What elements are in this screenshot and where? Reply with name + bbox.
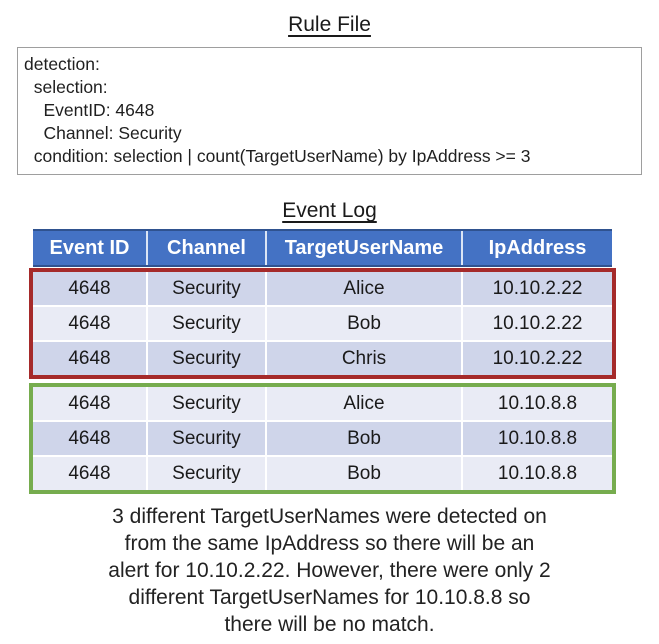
table-row: 4648 Security Chris 10.10.2.22 <box>33 340 612 375</box>
table-row: 4648 Security Bob 10.10.8.8 <box>33 420 612 455</box>
caption-line: different TargetUserNames for 10.10.8.8 … <box>128 586 531 609</box>
table-cell-ipaddress: 10.10.8.8 <box>463 422 612 455</box>
event-log-table: Event ID Channel TargetUserName IpAddres… <box>29 229 616 494</box>
table-cell-targetusername: Bob <box>267 422 463 455</box>
caption-line: 3 different TargetUserNames were detecte… <box>112 505 547 528</box>
explanation-caption: 3 different TargetUserNames were detecte… <box>0 503 659 638</box>
table-cell-targetusername: Bob <box>267 307 463 340</box>
table-cell-event-id: 4648 <box>33 307 148 340</box>
header-cell-event-id: Event ID <box>33 231 148 265</box>
matched-rows-highlight-red: 4648 Security Alice 10.10.2.22 4648 Secu… <box>29 268 616 379</box>
table-cell-event-id: 4648 <box>33 342 148 375</box>
rule-file-title: Rule File <box>288 13 371 36</box>
table-cell-event-id: 4648 <box>33 387 148 420</box>
table-cell-ipaddress: 10.10.2.22 <box>463 342 612 375</box>
table-row: 4648 Security Bob 10.10.2.22 <box>33 305 612 340</box>
event-log-title: Event Log <box>282 199 377 222</box>
table-cell-channel: Security <box>148 387 267 420</box>
caption-line: alert for 10.10.2.22. However, there wer… <box>108 559 551 582</box>
table-cell-channel: Security <box>148 272 267 305</box>
table-cell-targetusername: Chris <box>267 342 463 375</box>
table-cell-ipaddress: 10.10.2.22 <box>463 272 612 305</box>
rule-line-eventid: EventID: 4648 <box>24 100 155 120</box>
table-cell-channel: Security <box>148 457 267 490</box>
table-cell-targetusername: Alice <box>267 387 463 420</box>
event-table-header-row: Event ID Channel TargetUserName IpAddres… <box>33 229 612 267</box>
rule-line-channel: Channel: Security <box>24 123 182 143</box>
table-cell-ipaddress: 10.10.8.8 <box>463 457 612 490</box>
table-cell-event-id: 4648 <box>33 422 148 455</box>
rule-file-box: detection: selection: EventID: 4648 Chan… <box>17 47 642 175</box>
table-cell-channel: Security <box>148 422 267 455</box>
header-cell-ipaddress: IpAddress <box>488 236 587 259</box>
table-cell-channel: Security <box>148 342 267 375</box>
caption-line: from the same IpAddress so there will be… <box>124 532 535 555</box>
unmatched-rows-highlight-green: 4648 Security Alice 10.10.8.8 4648 Secur… <box>29 383 616 494</box>
table-cell-ipaddress: 10.10.8.8 <box>463 387 612 420</box>
table-cell-event-id: 4648 <box>33 272 148 305</box>
caption-line: there will be no match. <box>224 613 435 636</box>
header-cell-channel: Channel <box>148 231 267 265</box>
table-cell-targetusername: Alice <box>267 272 463 305</box>
table-cell-event-id: 4648 <box>33 457 148 490</box>
rule-line-condition: condition: selection | count(TargetUserN… <box>24 146 531 166</box>
table-row: 4648 Security Bob 10.10.8.8 <box>33 455 612 490</box>
header-cell-targetusername: TargetUserName <box>267 231 463 265</box>
table-cell-targetusername: Bob <box>267 457 463 490</box>
table-row: 4648 Security Alice 10.10.2.22 <box>33 272 612 305</box>
rule-line-detection: detection: <box>24 54 100 74</box>
table-cell-channel: Security <box>148 307 267 340</box>
table-cell-ipaddress: 10.10.2.22 <box>463 307 612 340</box>
rule-line-selection: selection: <box>24 77 108 97</box>
table-row: 4648 Security Alice 10.10.8.8 <box>33 387 612 420</box>
